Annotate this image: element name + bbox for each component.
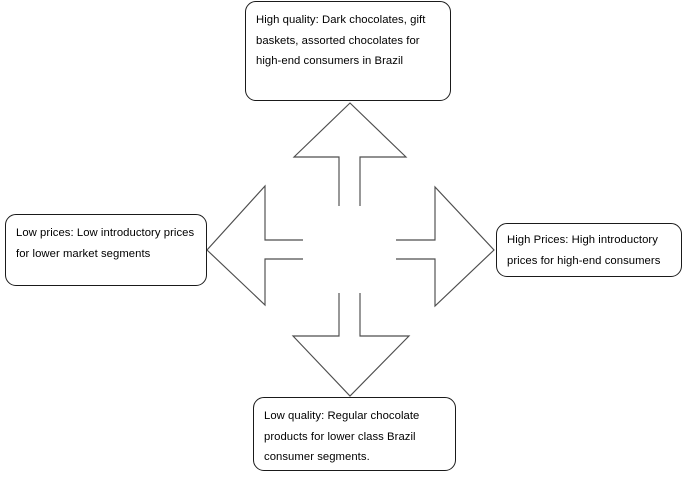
arrow-arm-up <box>292 102 408 206</box>
arrow-arm-left <box>206 184 303 307</box>
node-high-quality[interactable]: High quality: Dark chocolates, gift bask… <box>245 1 451 101</box>
node-low-quality[interactable]: Low quality: Regular chocolate products … <box>253 397 456 471</box>
arrow-arm-right <box>396 185 495 308</box>
node-low-prices[interactable]: Low prices: Low introductory prices for … <box>5 214 207 286</box>
arrow-arm-down <box>291 293 411 397</box>
node-high-prices[interactable]: High Prices: High introductory prices fo… <box>496 223 682 277</box>
